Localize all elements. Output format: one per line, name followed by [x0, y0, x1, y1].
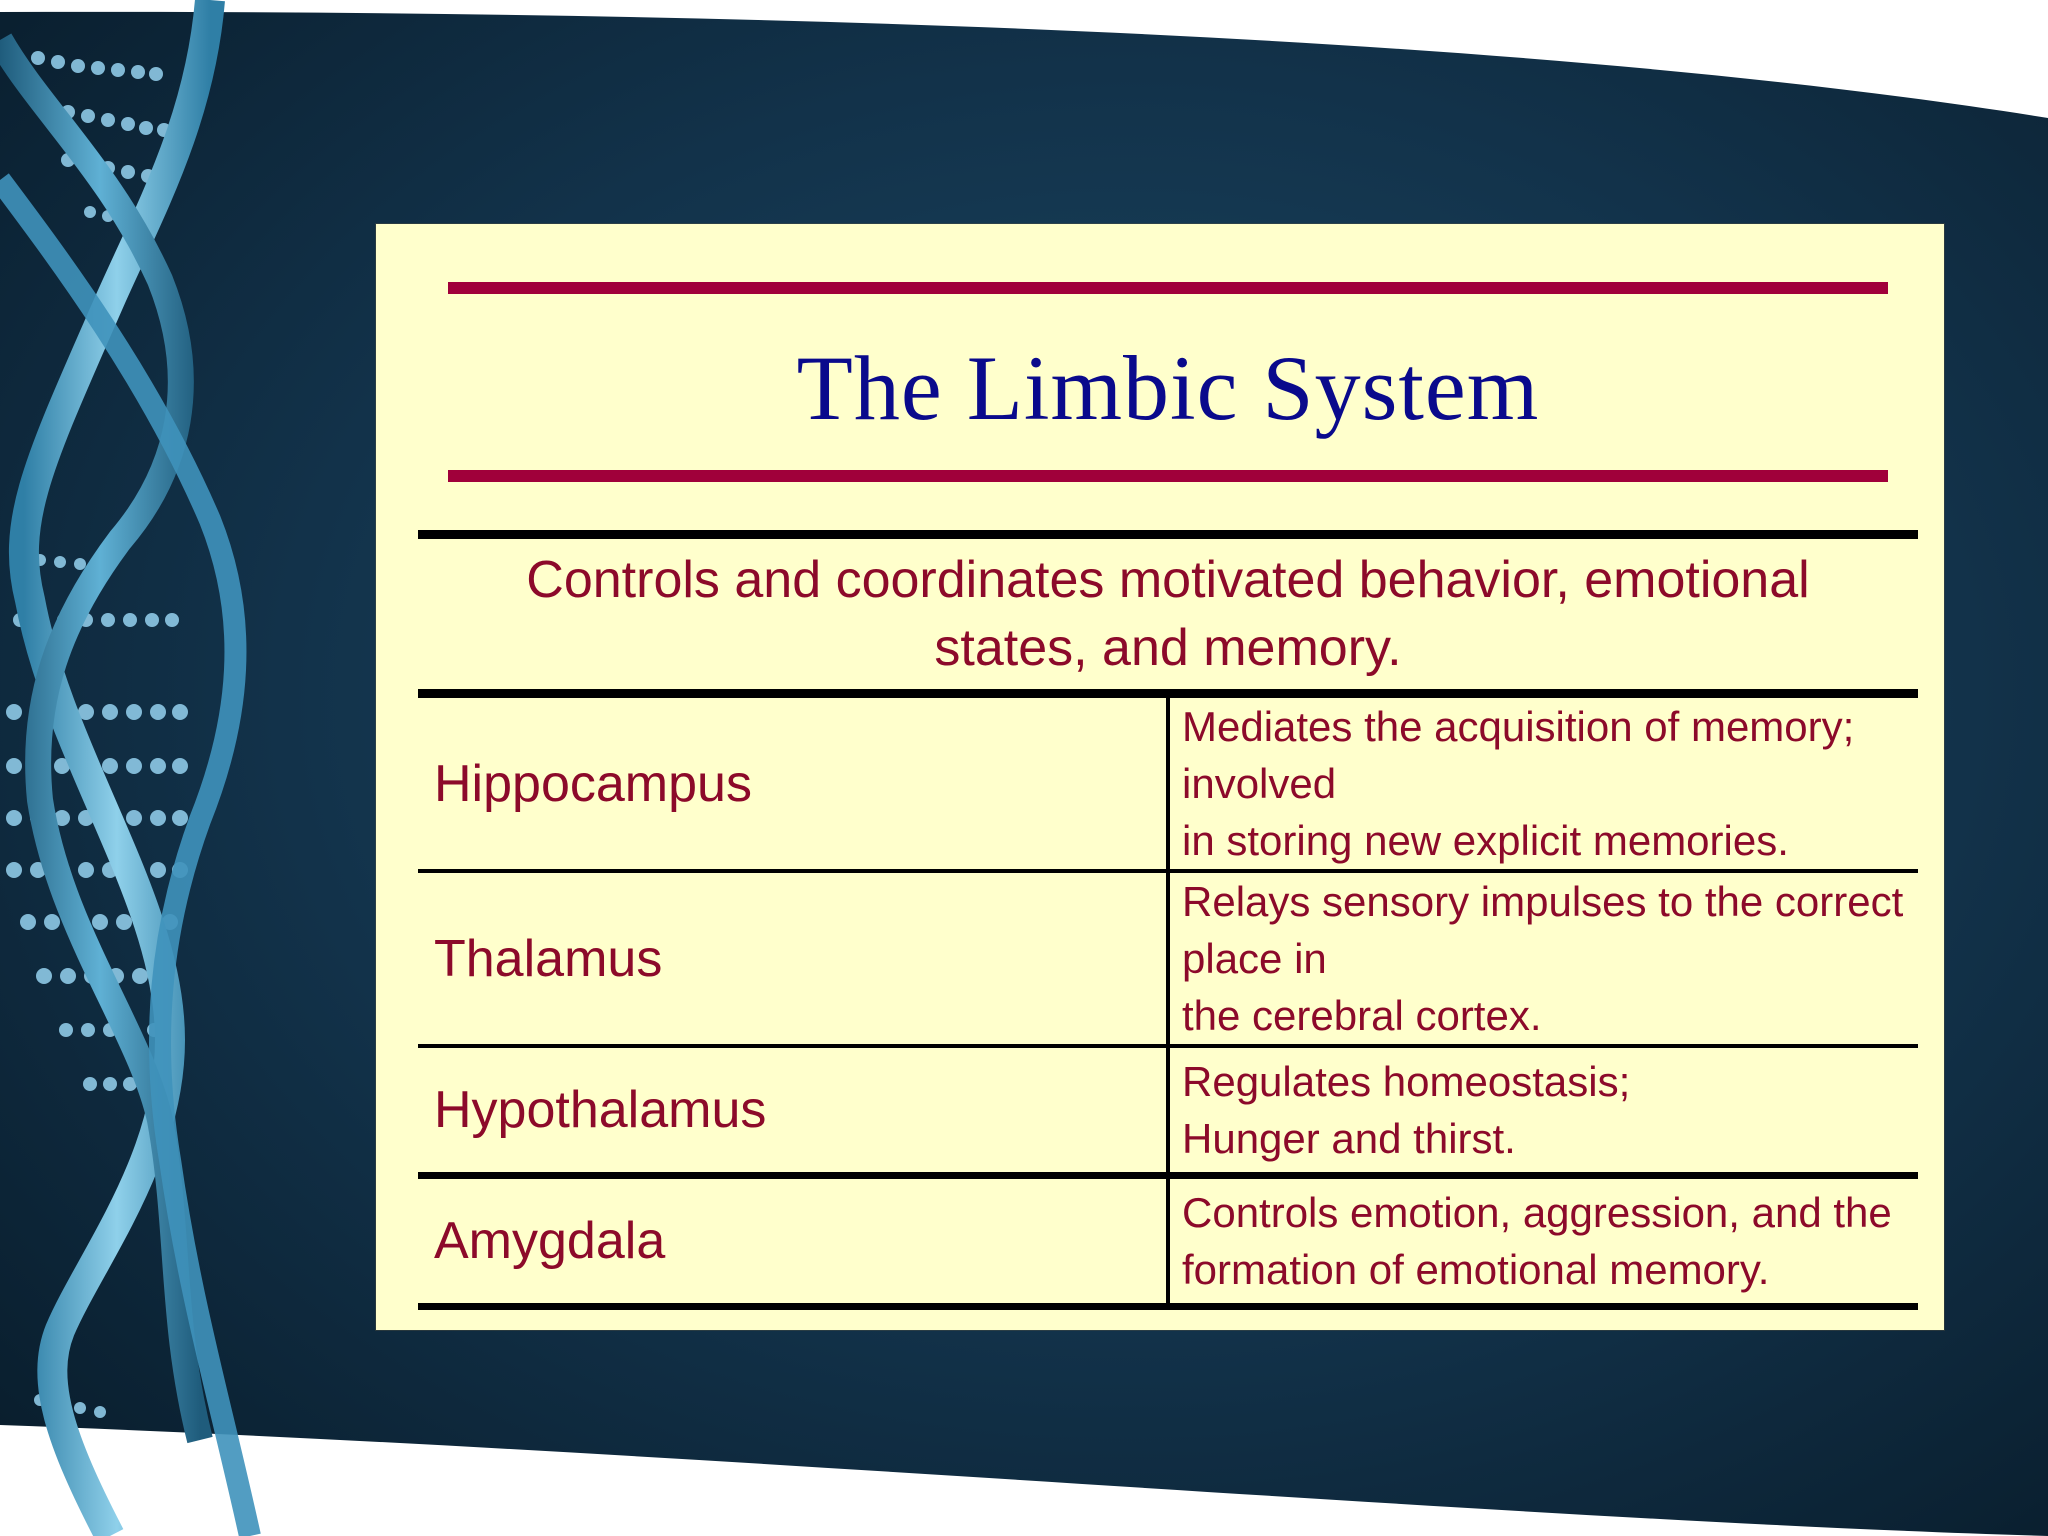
term-cell: Hippocampus — [418, 693, 1170, 873]
title-rule-top — [448, 282, 1888, 294]
dna-helix-icon — [0, 0, 261, 1536]
description-line: Controls emotion, aggression, and the — [1182, 1189, 1892, 1236]
description-cell: Relays sensory impulses to the correct p… — [1168, 871, 1918, 1048]
table-row: Hippocampus Mediates the acquisition of … — [418, 693, 1918, 873]
description-line: the cerebral cortex. — [1182, 992, 1542, 1039]
description-line: Relays sensory impulses to the correct p… — [1182, 878, 1904, 982]
description-line: in storing new explicit memories. — [1182, 817, 1789, 864]
description-cell: Mediates the acquisition of memory; invo… — [1168, 693, 1918, 873]
description-line: Mediates the acquisition of memory; invo… — [1182, 703, 1855, 807]
table-row: Hypothalamus Regulates homeostasis; Hung… — [418, 1046, 1918, 1179]
limbic-table: Controls and coordinates motivated behav… — [418, 530, 1918, 1310]
description-line: Regulates homeostasis; — [1182, 1058, 1631, 1105]
term-cell: Amygdala — [418, 1175, 1170, 1310]
table-row: Amygdala Controls emotion, aggression, a… — [418, 1175, 1918, 1310]
summary-row: Controls and coordinates motivated behav… — [418, 530, 1918, 698]
term-cell: Hypothalamus — [418, 1046, 1170, 1179]
content-panel: The Limbic System Controls and coordinat… — [376, 224, 1944, 1330]
table-row: Thalamus Relays sensory impulses to the … — [418, 871, 1918, 1048]
description-line: Hunger and thirst. — [1182, 1115, 1516, 1162]
title-rule-bottom — [448, 470, 1888, 482]
summary-cell: Controls and coordinates motivated behav… — [418, 530, 1918, 698]
description-line: formation of emotional memory. — [1182, 1246, 1770, 1293]
slide-title: The Limbic System — [796, 337, 1540, 439]
term-cell: Thalamus — [418, 871, 1170, 1048]
description-cell: Controls emotion, aggression, and the fo… — [1168, 1175, 1918, 1310]
description-cell: Regulates homeostasis; Hunger and thirst… — [1168, 1046, 1918, 1179]
